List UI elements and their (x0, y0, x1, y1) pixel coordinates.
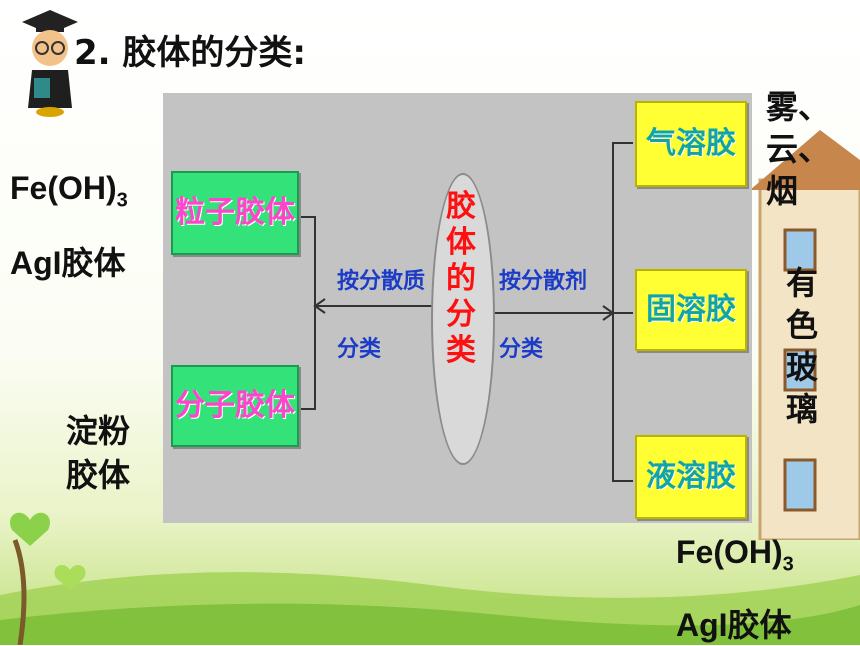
slide-title: 2. 胶体的分类: (74, 30, 306, 76)
center-label: 胶 体 的 分 类 (441, 189, 481, 369)
liquid-example-subscript: 3 (782, 553, 794, 576)
center-char: 的 (446, 261, 476, 296)
heart-tree-decoration (9, 512, 86, 645)
liquid-example-line1: Fe(OH)3 (676, 534, 794, 576)
center-char: 体 (446, 225, 476, 260)
aerosol-example: 雾、 云、 烟 (766, 86, 831, 212)
title-text: 胶体的分类: (122, 33, 307, 73)
solid-sol-example-char: 璃 (785, 390, 818, 428)
grass-decoration (0, 572, 860, 645)
connector-lines (300, 142, 633, 482)
center-char: 类 (446, 333, 476, 368)
aerosol-example-char: 雾、 (766, 88, 831, 126)
by-dispersed-phase-label: 按分散质 (337, 269, 426, 294)
particle-colloid-box: 粒子胶体 (171, 171, 299, 255)
particle-example-formula: Fe(OH) (10, 170, 117, 206)
center-char: 分 (446, 297, 476, 332)
house-decoration (750, 130, 860, 540)
liquid-sol-box: 液溶胶 (635, 435, 747, 519)
molecular-colloid-box: 分子胶体 (171, 365, 299, 447)
aerosol-example-char: 烟 (766, 172, 799, 210)
by-dispersion-medium-label-2: 分类 (499, 337, 544, 362)
by-dispersion-medium-label: 按分散剂 (499, 269, 588, 294)
title-number: 2. (74, 33, 111, 73)
classification-diagram: 粒子胶体 分子胶体 胶 体 的 分 类 按分散质 分类 按分散剂 分类 气溶胶 … (163, 93, 752, 523)
liquid-example-line2: AgI胶体 (676, 607, 792, 643)
molecular-example-line2: 胶体 (66, 457, 131, 493)
particle-example-line2: AgI胶体 (10, 245, 126, 281)
aerosol-example-char: 云、 (766, 130, 831, 168)
particle-example-line1: Fe(OH)3 (10, 170, 128, 212)
solid-sol-box: 固溶胶 (635, 269, 747, 351)
graduate-mascot-icon (22, 10, 78, 117)
particle-example-subscript: 3 (116, 189, 128, 212)
solid-sol-example-char: 色 (785, 306, 818, 344)
solid-sol-example: 有 色 玻 璃 (782, 262, 822, 430)
molecular-example-line1: 淀粉 (66, 413, 131, 449)
aerosol-box: 气溶胶 (635, 101, 747, 187)
center-char: 胶 (446, 189, 476, 224)
solid-sol-example-char: 玻 (785, 348, 818, 386)
center-oval (431, 173, 495, 465)
liquid-example-formula: Fe(OH) (676, 534, 783, 570)
by-dispersed-phase-label-2: 分类 (337, 337, 382, 362)
solid-sol-example-char: 有 (785, 264, 818, 302)
